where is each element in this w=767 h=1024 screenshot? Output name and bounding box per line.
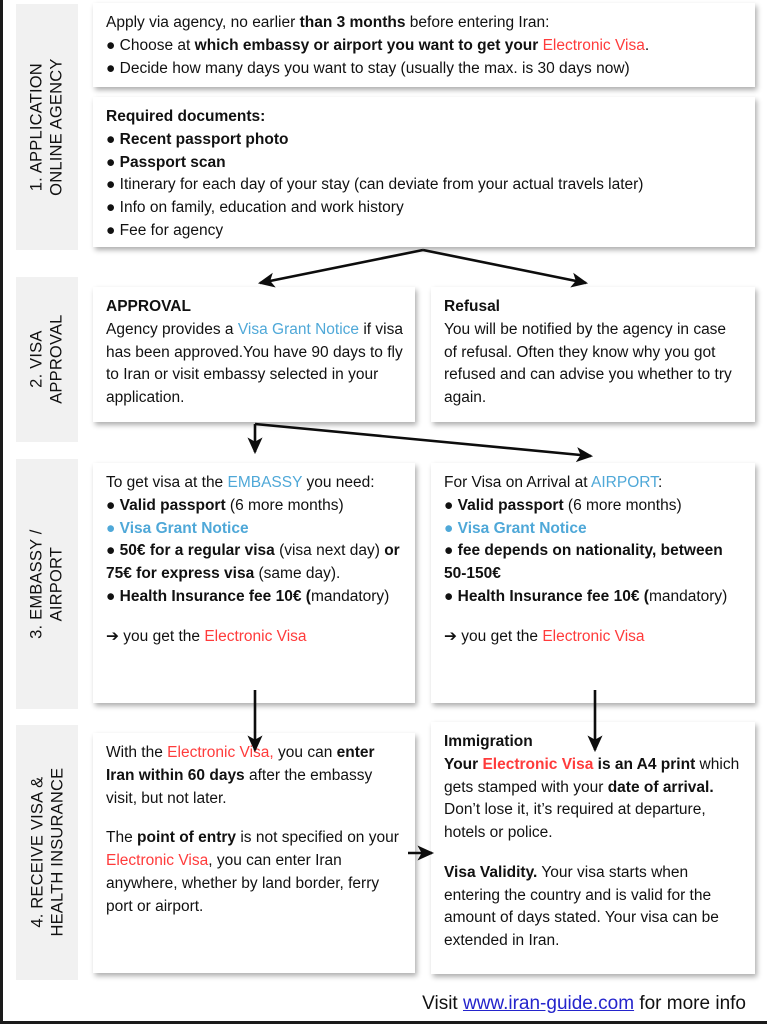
receive-paragraph-2: The point of entry is not specified on y…: [106, 829, 399, 915]
apply-line-1: Apply via agency, no earlier than 3 mont…: [106, 14, 550, 31]
step-label-1-line2: ONLINE AGENCY: [48, 58, 67, 196]
card-apply-via-agency: Apply via agency, no earlier than 3 mont…: [93, 3, 755, 87]
embassy-bullet-insurance: ● Health Insurance fee 10€ (mandatory): [106, 587, 390, 605]
step-label-2-text: 2. VISA APPROVAL: [27, 315, 67, 404]
embassy-result: ➔ you get the Electronic Visa: [106, 627, 307, 645]
step-label-2-visa-approval: 2. VISA APPROVAL: [16, 277, 78, 442]
arrow-split-approval-refusal: [257, 248, 589, 288]
step-label-3-embassy-airport: 3. EMBASSY / AIRPORT: [16, 459, 78, 709]
documents-item-3: ● Itinerary for each day of your stay (c…: [106, 176, 644, 194]
documents-item-4: ● Info on family, education and work his…: [106, 199, 404, 217]
immigration-title: Immigration: [444, 733, 533, 750]
embassy-heading: To get visa at the EMBASSY you need:: [106, 474, 375, 491]
step-label-3-text: 3. EMBASSY / AIRPORT: [27, 529, 67, 638]
apply-line-3: ● Decide how many days you want to stay …: [106, 59, 630, 77]
step-label-4-line1: 4. RECEIVE VISA &: [27, 776, 46, 929]
card-receive-visa: With the Electronic Visa, you can enter …: [93, 733, 415, 973]
airport-result: ➔ you get the Electronic Visa: [444, 627, 645, 645]
embassy-bullet-fee: ● 50€ for a regular visa (visa next day)…: [106, 542, 400, 583]
airport-spacer: [444, 609, 743, 626]
embassy-bullet-passport: ● Valid passport (6 more months): [106, 496, 344, 514]
documents-item-1: ● Recent passport photo: [106, 130, 289, 148]
footer-prefix: Visit: [422, 993, 463, 1014]
embassy-bullet-grant-notice: ● Visa Grant Notice: [106, 519, 249, 537]
airport-bullet-grant-notice: ● Visa Grant Notice: [444, 519, 587, 537]
step-label-3-line1: 3. EMBASSY /: [27, 529, 46, 639]
documents-item-5: ● Fee for agency: [106, 221, 224, 239]
airport-bullet-insurance: ● Health Insurance fee 10€ (mandatory): [444, 587, 728, 605]
approval-body: Agency provides a Visa Grant Notice if v…: [106, 320, 403, 407]
card-airport-requirements: For Visa on Arrival at AIRPORT: ● Valid …: [431, 463, 755, 703]
footer-website-link[interactable]: www.iran-guide.com: [462, 993, 635, 1014]
embassy-spacer: [106, 609, 403, 626]
step-label-2-line1: 2. VISA: [27, 330, 46, 389]
airport-bullet-passport: ● Valid passport (6 more months): [444, 496, 682, 514]
documents-title: Required documents:: [106, 108, 266, 125]
receive-spacer: [106, 810, 403, 827]
step-label-1-line1: 1. APPLICATION: [27, 62, 46, 192]
apply-line-2: ● Choose at which embassy or airport you…: [106, 36, 650, 54]
immigration-spacer: [444, 845, 743, 862]
card-embassy-requirements: To get visa at the EMBASSY you need: ● V…: [93, 463, 415, 703]
footer-suffix: for more info: [634, 993, 746, 1014]
approval-title: APPROVAL: [106, 298, 191, 315]
card-immigration: Immigration Your Electronic Visa is an A…: [431, 722, 755, 974]
documents-item-2: ● Passport scan: [106, 153, 226, 171]
receive-paragraph-1: With the Electronic Visa, you can enter …: [106, 744, 375, 807]
step-label-3-line2: AIRPORT: [48, 546, 66, 622]
arrow-approval-to-embassy-airport: [247, 422, 594, 463]
step-label-1-text: 1. APPLICATION ONLINE AGENCY: [27, 58, 67, 195]
refusal-body: You will be notified by the agency in ca…: [444, 320, 732, 407]
step-label-4-receive-visa: 4. RECEIVE VISA & HEALTH INSURANCE: [16, 725, 78, 980]
step-label-4-line2: HEALTH INSURANCE: [48, 768, 66, 937]
card-refusal: Refusal You will be notified by the agen…: [431, 287, 755, 422]
card-required-documents: Required documents: ● Recent passport ph…: [93, 97, 755, 247]
refusal-title: Refusal: [444, 298, 500, 315]
step-label-4-text: 4. RECEIVE VISA & HEALTH INSURANCE: [27, 768, 67, 937]
airport-bullet-fee: ● fee depends on nationality, between 50…: [444, 542, 723, 583]
immigration-paragraph-2: Visa Validity. Your visa starts when ent…: [444, 863, 719, 950]
immigration-paragraph-1: Your Electronic Visa is an A4 print whic…: [444, 755, 740, 842]
step-label-2-line2: APPROVAL: [48, 314, 66, 405]
step-label-1-application: 1. APPLICATION ONLINE AGENCY: [16, 4, 78, 250]
footer-visit-line: Visit www.iran-guide.com for more info: [3, 993, 758, 1015]
airport-heading: For Visa on Arrival at AIRPORT:: [444, 474, 663, 491]
card-approval: APPROVAL Agency provides a Visa Grant No…: [93, 287, 415, 422]
